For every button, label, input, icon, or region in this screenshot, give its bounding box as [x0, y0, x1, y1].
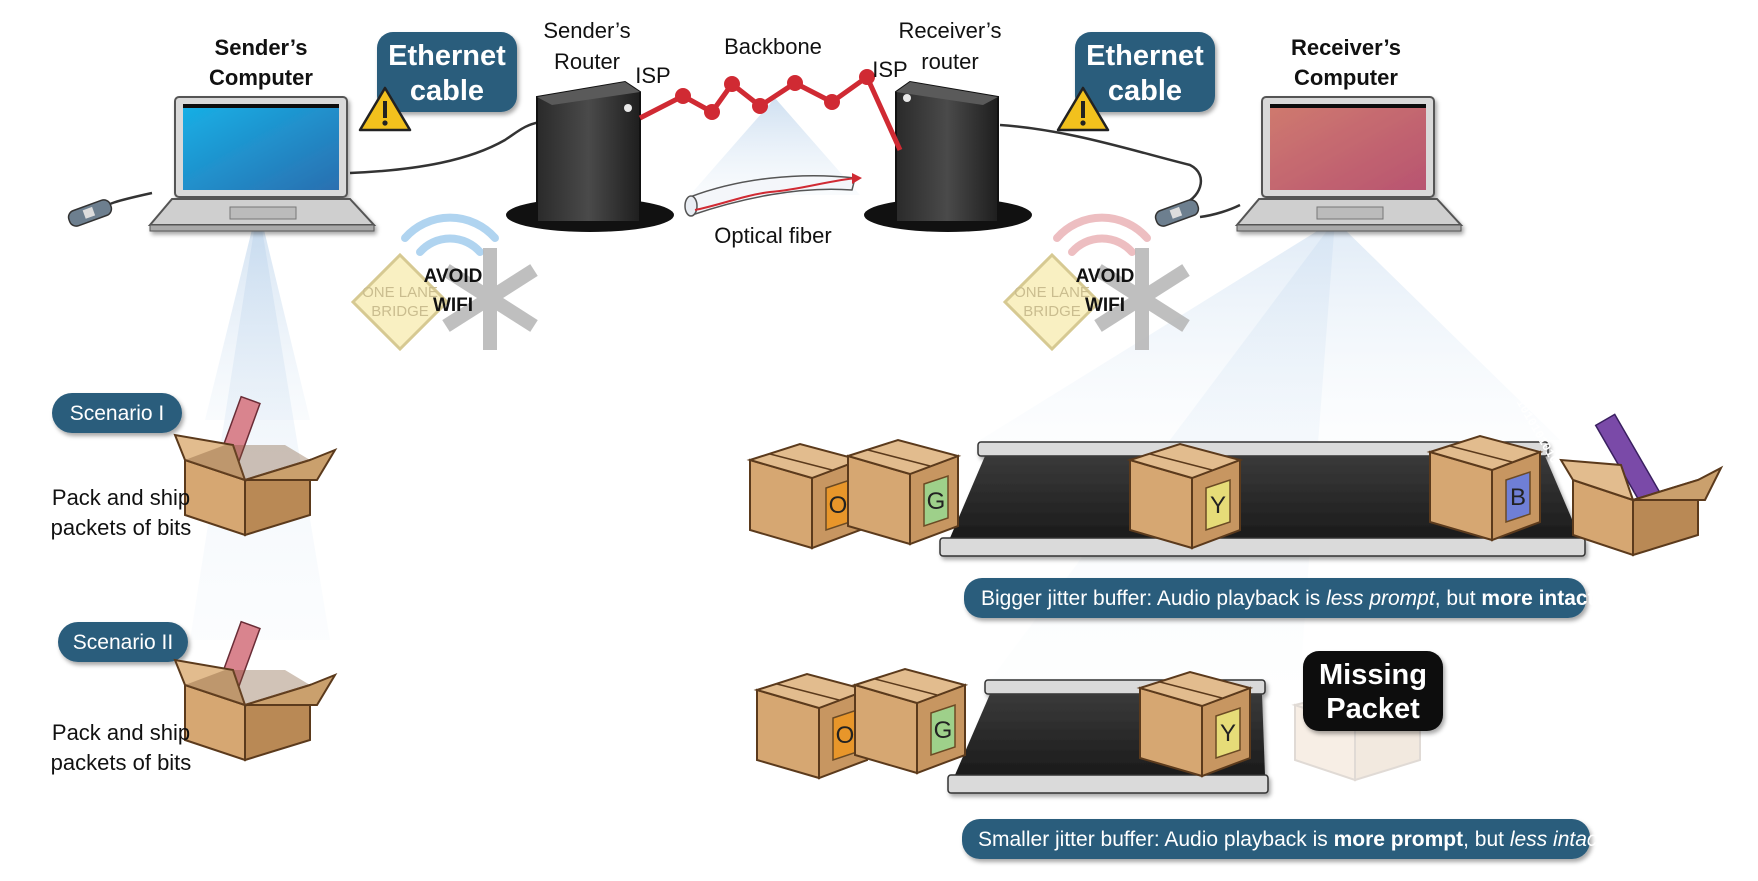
- caption-segment: more prompt: [1334, 828, 1464, 851]
- ethernet-badge-receiver: Ethernet cable: [1075, 32, 1215, 112]
- avoid-wifi-line1: AVOID: [1076, 266, 1135, 287]
- scenario-caption-1: Pack and ship: [52, 485, 190, 510]
- buffer-caption-text: Bigger jitter buffer: Audio playback is …: [981, 587, 1600, 610]
- packet-box: G: [844, 438, 962, 546]
- caption-segment: Smaller jitter buffer: Audio playback is: [978, 828, 1334, 851]
- scenario-pill: [58, 622, 188, 662]
- sender-router-label-2: Router: [554, 49, 620, 74]
- buffer-caption-1: Bigger jitter buffer: Audio playback is …: [964, 578, 1600, 618]
- caption-segment: .: [1595, 587, 1601, 610]
- ethernet-badge-sender: Ethernet cable: [377, 32, 517, 112]
- packet-letter: B: [1510, 484, 1526, 511]
- caption-segment: , but: [1435, 587, 1482, 610]
- packet-box: Y: [1126, 442, 1244, 550]
- packet-box: O: [746, 442, 864, 550]
- optical-fiber-label: Optical fiber: [714, 223, 831, 248]
- scenario-title: Scenario I: [70, 402, 165, 425]
- packet-letter: G: [927, 488, 946, 515]
- sender-computer-label-1: Sender’s: [215, 35, 308, 60]
- svg-text:BRIDGE: BRIDGE: [371, 303, 429, 320]
- packet-box: Y: [1136, 670, 1254, 778]
- packet-letter: G: [934, 717, 953, 744]
- packet-letter: Y: [1210, 492, 1226, 519]
- wifi-warning-sender: ONE LANE BRIDGE AVOID WIFI: [350, 213, 538, 352]
- avoid-wifi-line1: AVOID: [424, 266, 483, 287]
- buffer-caption-2: Smaller jitter buffer: Audio playback is…: [962, 819, 1609, 859]
- receiver-computer-label-2: Computer: [1294, 65, 1398, 90]
- buffer-caption-text: Smaller jitter buffer: Audio playback is…: [978, 828, 1609, 851]
- receiver-router-label-2: router: [921, 49, 978, 74]
- fiber-beam: [690, 98, 860, 195]
- backbone-label: Backbone: [724, 34, 822, 59]
- conveyor-belt-large: [939, 441, 1586, 557]
- ethernet-badge-line2: cable: [1108, 75, 1182, 107]
- packet-box: G: [851, 667, 969, 775]
- packet-letter: O: [829, 492, 848, 519]
- road-intersection-icon: [442, 248, 538, 350]
- ethernet-badge-line2: cable: [410, 75, 484, 107]
- scenario-1: Scenario I 01010111 Pack and ship packet…: [51, 316, 338, 540]
- optical-fiber: [684, 173, 862, 217]
- receiver-laptop: [1234, 96, 1464, 232]
- caption-segment: more intact: [1481, 587, 1594, 610]
- isp-label-right: ISP: [872, 57, 907, 82]
- wifi-warning-receiver: ONE LANE BRIDGE AVOID WIFI: [1002, 213, 1190, 352]
- scenario-title: Scenario II: [73, 631, 173, 654]
- scenario-caption-1: Pack and ship: [52, 720, 190, 745]
- sender-computer-label-2: Computer: [209, 65, 313, 90]
- ethernet-badge-line1: Ethernet: [388, 40, 506, 72]
- isp-label-left: ISP: [635, 63, 670, 88]
- packet-letter: Y: [1220, 720, 1236, 747]
- usb-plug-sender: [67, 199, 113, 227]
- svg-text:ONE LANE: ONE LANE: [1014, 284, 1090, 301]
- packet-letter: O: [836, 722, 855, 749]
- avoid-wifi-line2: WIFI: [1085, 295, 1125, 316]
- ethernet-cable-receiver: [999, 123, 1241, 219]
- sender-router-label-1: Sender’s: [543, 18, 630, 43]
- warning-icon: [1056, 86, 1110, 132]
- caption-segment: , but: [1463, 828, 1510, 851]
- caption-segment: .: [1603, 828, 1609, 851]
- caption-segment: less intact: [1510, 828, 1605, 851]
- caption-segment: less prompt: [1326, 587, 1436, 610]
- sender-router: [506, 80, 674, 232]
- missing-packet-badge: Missing Packet: [1303, 651, 1443, 731]
- missing-packet-line2: Packet: [1326, 693, 1420, 725]
- packet-boxes: O G Y B O G Y: [746, 434, 1544, 780]
- backbone-line: [638, 69, 903, 152]
- one-lane-bridge-sign: ONE LANE BRIDGE: [1002, 252, 1102, 352]
- receiver-computer-label-1: Receiver’s: [1291, 35, 1401, 60]
- wifi-icon: [401, 213, 499, 256]
- svg-text:BRIDGE: BRIDGE: [1023, 303, 1081, 320]
- open-box-icon: 01010111: [172, 316, 338, 537]
- receiver-router-label-1: Receiver’s: [898, 18, 1001, 43]
- road-intersection-icon: [1094, 248, 1190, 350]
- svg-text:ONE LANE: ONE LANE: [362, 284, 438, 301]
- scenario-caption-2: packets of bits: [51, 515, 192, 540]
- usb-plug-receiver: [1154, 199, 1200, 227]
- scenario-caption-2: packets of bits: [51, 750, 192, 775]
- caption-segment: Bigger jitter buffer: Audio playback is: [981, 587, 1326, 610]
- receiver-router: [864, 80, 1032, 232]
- bits-strip: 01010111: [172, 316, 205, 375]
- missing-packet-line1: Missing: [1319, 659, 1427, 691]
- scenario-pill: [52, 393, 182, 433]
- sender-beam: [190, 205, 330, 640]
- packet-box: O: [753, 672, 871, 780]
- wifi-icon: [1053, 213, 1151, 256]
- avoid-wifi-line2: WIFI: [433, 295, 473, 316]
- ethernet-badge-line1: Ethernet: [1086, 40, 1204, 72]
- packet-box: B: [1426, 434, 1544, 542]
- one-lane-bridge-sign: ONE LANE BRIDGE: [350, 252, 450, 352]
- warning-icon: [358, 86, 412, 132]
- sender-laptop: [147, 96, 377, 232]
